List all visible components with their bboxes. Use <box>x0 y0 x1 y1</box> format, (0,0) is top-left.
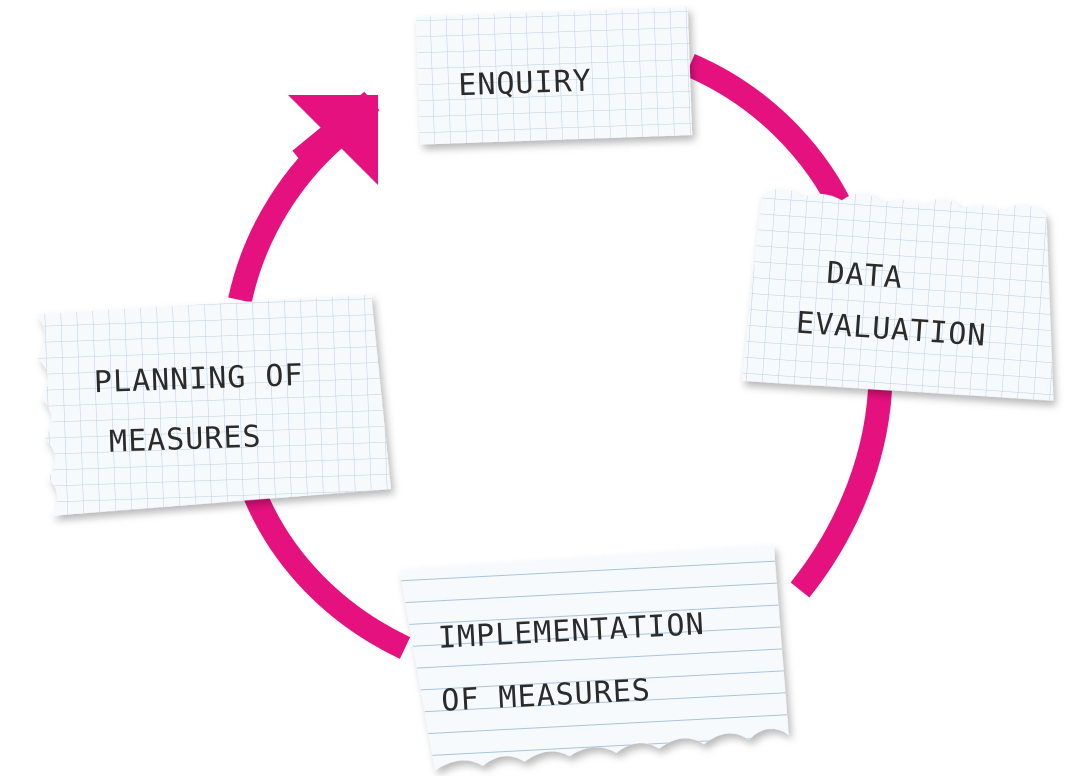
cycle-arc-evaluation-to-implementation <box>790 389 892 598</box>
note-data-evaluation: DATA EVALUATION <box>741 188 1054 401</box>
note-enquiry: ENQUIRY <box>415 7 693 145</box>
step-label-measures: MEASURES <box>108 419 262 459</box>
cycle-arc-implementation-to-planning <box>243 490 411 659</box>
note-implementation: IMPLEMENTATION OF MEASURES <box>399 545 789 771</box>
step-label-data: DATA <box>825 256 904 296</box>
cycle-ring <box>228 53 892 659</box>
step-label-planning-of: PLANNING OF <box>93 358 304 400</box>
cycle-arc-planning-to-enquiry <box>228 120 353 303</box>
cycle-arc-enquiry-to-evaluation <box>685 53 856 221</box>
step-label-enquiry: ENQUIRY <box>458 64 593 104</box>
arrow-head-stem <box>292 91 380 170</box>
note-planning: PLANNING OF MEASURES <box>36 294 391 516</box>
